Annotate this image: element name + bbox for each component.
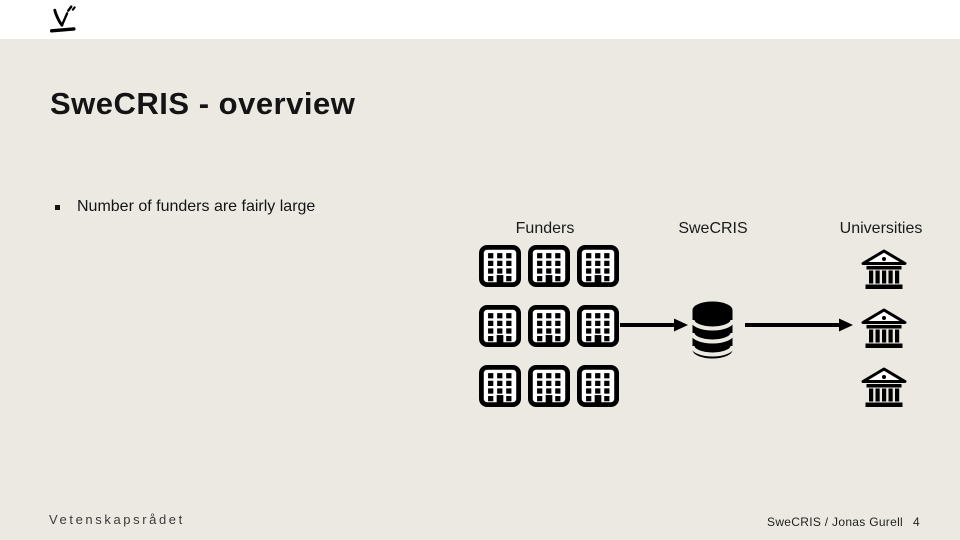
vetenskapsradet-logo-icon xyxy=(49,5,76,33)
page-number: 4 xyxy=(913,515,920,529)
footer-brand: Vetenskapsrådet xyxy=(49,512,185,527)
university-icon xyxy=(861,367,907,409)
diagram-label-funders: Funders xyxy=(515,220,575,237)
arrow-right-icon xyxy=(620,318,688,332)
office-building-icon xyxy=(479,245,521,287)
database-icon xyxy=(689,299,736,361)
bullet-text: Number of funders are fairly large xyxy=(77,198,316,215)
office-building-icon xyxy=(577,305,619,347)
office-building-icon xyxy=(528,305,570,347)
bullet-item: Number of funders are fairly large xyxy=(55,198,315,216)
top-bar xyxy=(0,0,960,39)
page-title: SweCRIS - overview xyxy=(50,86,356,121)
funders-icon-grid xyxy=(479,245,619,407)
office-building-icon xyxy=(479,305,521,347)
footer-credit-text: SweCRIS / Jonas Gurell xyxy=(767,515,904,529)
diagram-label-swecris: SweCRIS xyxy=(678,220,748,237)
office-building-icon xyxy=(577,245,619,287)
arrow-right-icon xyxy=(745,318,853,332)
office-building-icon xyxy=(528,245,570,287)
university-icon xyxy=(861,249,907,291)
university-icon xyxy=(861,308,907,350)
office-building-icon xyxy=(528,365,570,407)
office-building-icon xyxy=(479,365,521,407)
office-building-icon xyxy=(577,365,619,407)
universities-icon-column xyxy=(861,249,907,409)
diagram-label-universities: Universities xyxy=(839,220,923,237)
footer-credit: SweCRIS / Jonas Gurell 4 xyxy=(767,515,920,529)
bullet-marker xyxy=(55,205,60,210)
